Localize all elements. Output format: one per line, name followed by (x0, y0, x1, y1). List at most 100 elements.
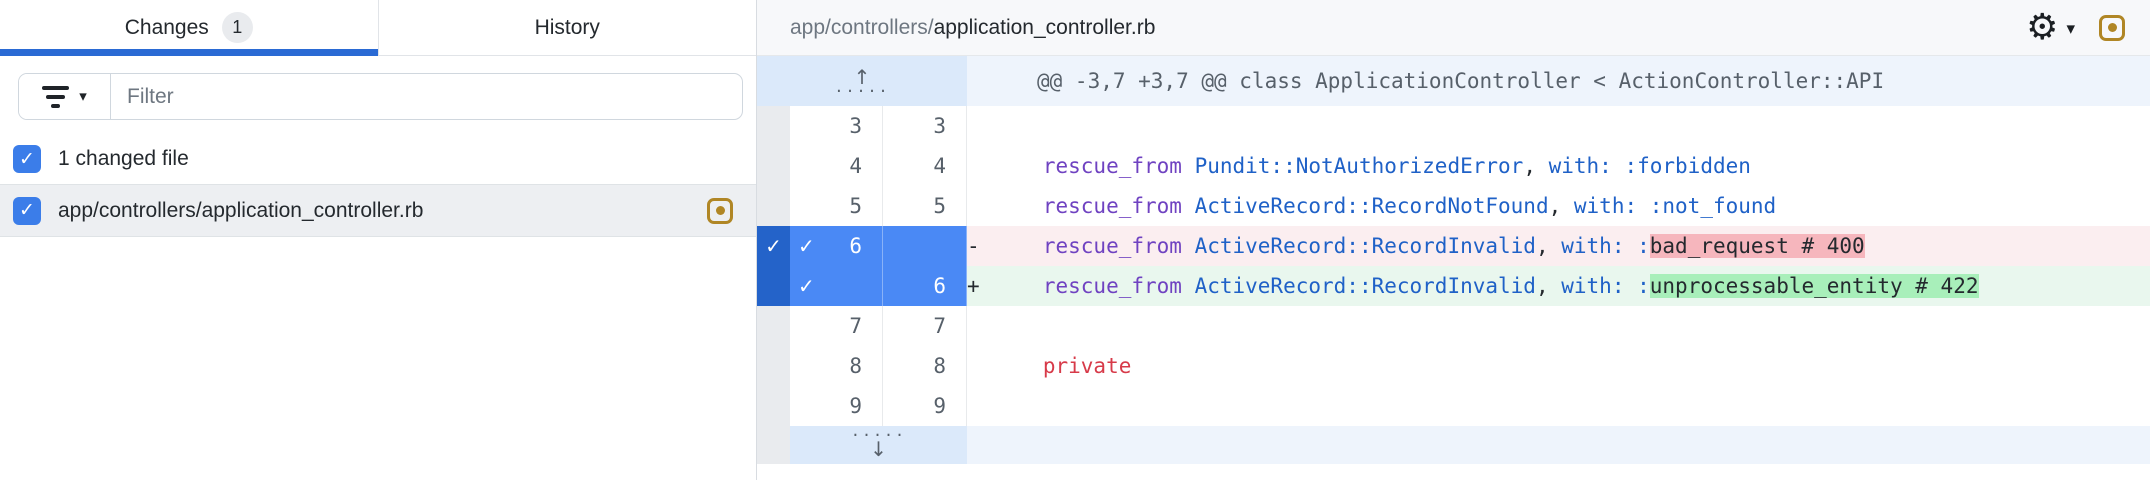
line-number-new[interactable]: 9 (883, 386, 967, 426)
line-number-old[interactable]: 9 (790, 386, 883, 426)
changed-files-summary: ✓ 1 changed file (0, 134, 756, 184)
check-icon: ✓ (765, 234, 782, 258)
line-number-old-value: 5 (849, 194, 862, 218)
hunk-select-strip[interactable] (757, 346, 790, 386)
hunk-header-text: @@ -3,7 +3,7 @@ class ApplicationControl… (967, 56, 2150, 106)
diff-marker (967, 154, 1043, 178)
filter-input[interactable] (111, 74, 742, 119)
line-number-old[interactable]: 7 (790, 306, 883, 346)
line-number-old[interactable]: ✓ (790, 266, 883, 306)
code-token: ActiveRecord::RecordInvalid (1194, 234, 1536, 258)
check-icon: ✓ (19, 199, 35, 221)
line-number-new-value: 6 (933, 274, 946, 298)
diff-marker (967, 314, 980, 338)
chevron-down-icon: ▾ (79, 87, 87, 105)
filter-options-button[interactable]: ▾ (19, 74, 111, 119)
diff-header: app/controllers/application_controller.r… (757, 0, 2150, 56)
line-number-new-value: 3 (933, 114, 946, 138)
code-token: Pundit::NotAuthorizedError (1194, 154, 1524, 178)
diff-line-added: ✓ 6 + rescue_from ActiveRecord::RecordInva… (757, 266, 2150, 306)
diff-path-prefix: app/controllers/ (790, 15, 934, 39)
code-line: - rescue_from ActiveRecord::RecordInvali… (967, 226, 2150, 266)
hunk-header-row: ↑····· @@ -3,7 +3,7 @@ class ApplicationC… (757, 56, 2150, 106)
line-number-new[interactable] (883, 226, 967, 266)
code-token: ActiveRecord::RecordInvalid (1194, 274, 1536, 298)
changed-files-label: 1 changed file (58, 147, 189, 170)
line-number-old[interactable]: 5 (790, 186, 883, 226)
line-number-new[interactable]: 6 (883, 266, 967, 306)
code-token: , (1535, 234, 1562, 258)
code-line (967, 106, 2150, 146)
file-list-item[interactable]: ✓ app/controllers/application_controller… (0, 184, 756, 237)
funnel-icon (42, 85, 70, 108)
line-number-old[interactable]: 8 (790, 346, 883, 386)
line-number-old-value: 7 (849, 314, 862, 338)
hunk-select-strip[interactable] (757, 146, 790, 186)
line-number-new[interactable]: 3 (883, 106, 967, 146)
code-token: with: (1561, 274, 1638, 298)
diff-marker: + (967, 274, 1043, 298)
code-token: : (1637, 234, 1650, 258)
line-number-new[interactable]: 5 (883, 186, 967, 226)
tab-history-label: History (534, 15, 600, 39)
expand-up-button[interactable]: ↑····· (757, 56, 967, 106)
chevron-down-icon[interactable]: ▾ (2066, 19, 2075, 39)
code-line: private (967, 346, 2150, 386)
diff-marker (967, 114, 980, 138)
check-icon: ✓ (798, 234, 815, 258)
tab-history[interactable]: History (377, 0, 756, 55)
include-all-checkbox[interactable]: ✓ (13, 145, 41, 173)
gear-icon[interactable]: ⚙ (2026, 6, 2059, 48)
code-token: rescue_from (1042, 154, 1195, 178)
code-token: private (1042, 354, 1132, 378)
include-file-checkbox[interactable]: ✓ (13, 196, 41, 225)
expand-down-row: ·····↓ (757, 426, 2150, 464)
hunk-select-strip[interactable] (757, 306, 790, 346)
modified-status-icon (2099, 14, 2125, 41)
code-line: + rescue_from ActiveRecord::RecordInvali… (967, 266, 2150, 306)
filter-section: ▾ (0, 56, 756, 134)
hunk-select-strip[interactable] (757, 386, 790, 426)
line-number-new-value: 8 (933, 354, 946, 378)
code-token: : (1637, 274, 1650, 298)
changes-sidebar: Changes 1 History ▾ ✓ 1 changed file (0, 0, 757, 480)
gutter-strip (757, 426, 790, 464)
code-line: rescue_from Pundit::NotAuthorizedError, … (967, 146, 2150, 186)
hunk-select-strip[interactable] (757, 266, 790, 306)
line-number-old[interactable]: 3 (790, 106, 883, 146)
check-icon: ✓ (19, 147, 35, 170)
code-line (967, 306, 2150, 346)
line-number-old-value: 3 (849, 114, 862, 138)
line-number-new[interactable]: 8 (883, 346, 967, 386)
arrow-glyph: ↑ (853, 64, 871, 89)
hunk-select-strip[interactable]: ✓ (757, 226, 790, 266)
diff-marker: - (967, 234, 1043, 258)
code-token: :not_found (1649, 194, 1777, 218)
code-token: rescue_from (1042, 274, 1195, 298)
code-line (967, 386, 2150, 426)
code-token: rescue_from (1042, 234, 1195, 258)
check-icon: ✓ (798, 274, 815, 298)
line-number-old[interactable]: 4 (790, 146, 883, 186)
line-number-old-value: 8 (849, 354, 862, 378)
filter-box: ▾ (18, 73, 743, 120)
hunk-select-strip[interactable] (757, 106, 790, 146)
code-token: rescue_from (1042, 194, 1195, 218)
line-number-old-value: 4 (849, 154, 862, 178)
expand-up-icon: ↑····· (834, 64, 889, 99)
expand-down-button[interactable]: ·····↓ (790, 426, 967, 464)
line-number-new[interactable]: 4 (883, 146, 967, 186)
arrow-glyph: ↓ (870, 437, 887, 462)
diff-marker (967, 394, 980, 418)
line-number-old-value: 6 (849, 234, 862, 258)
line-number-new[interactable]: 7 (883, 306, 967, 346)
tab-changes[interactable]: Changes 1 (0, 0, 378, 56)
line-number-old[interactable]: ✓6 (790, 226, 883, 266)
hunk-select-strip[interactable] (757, 186, 790, 226)
